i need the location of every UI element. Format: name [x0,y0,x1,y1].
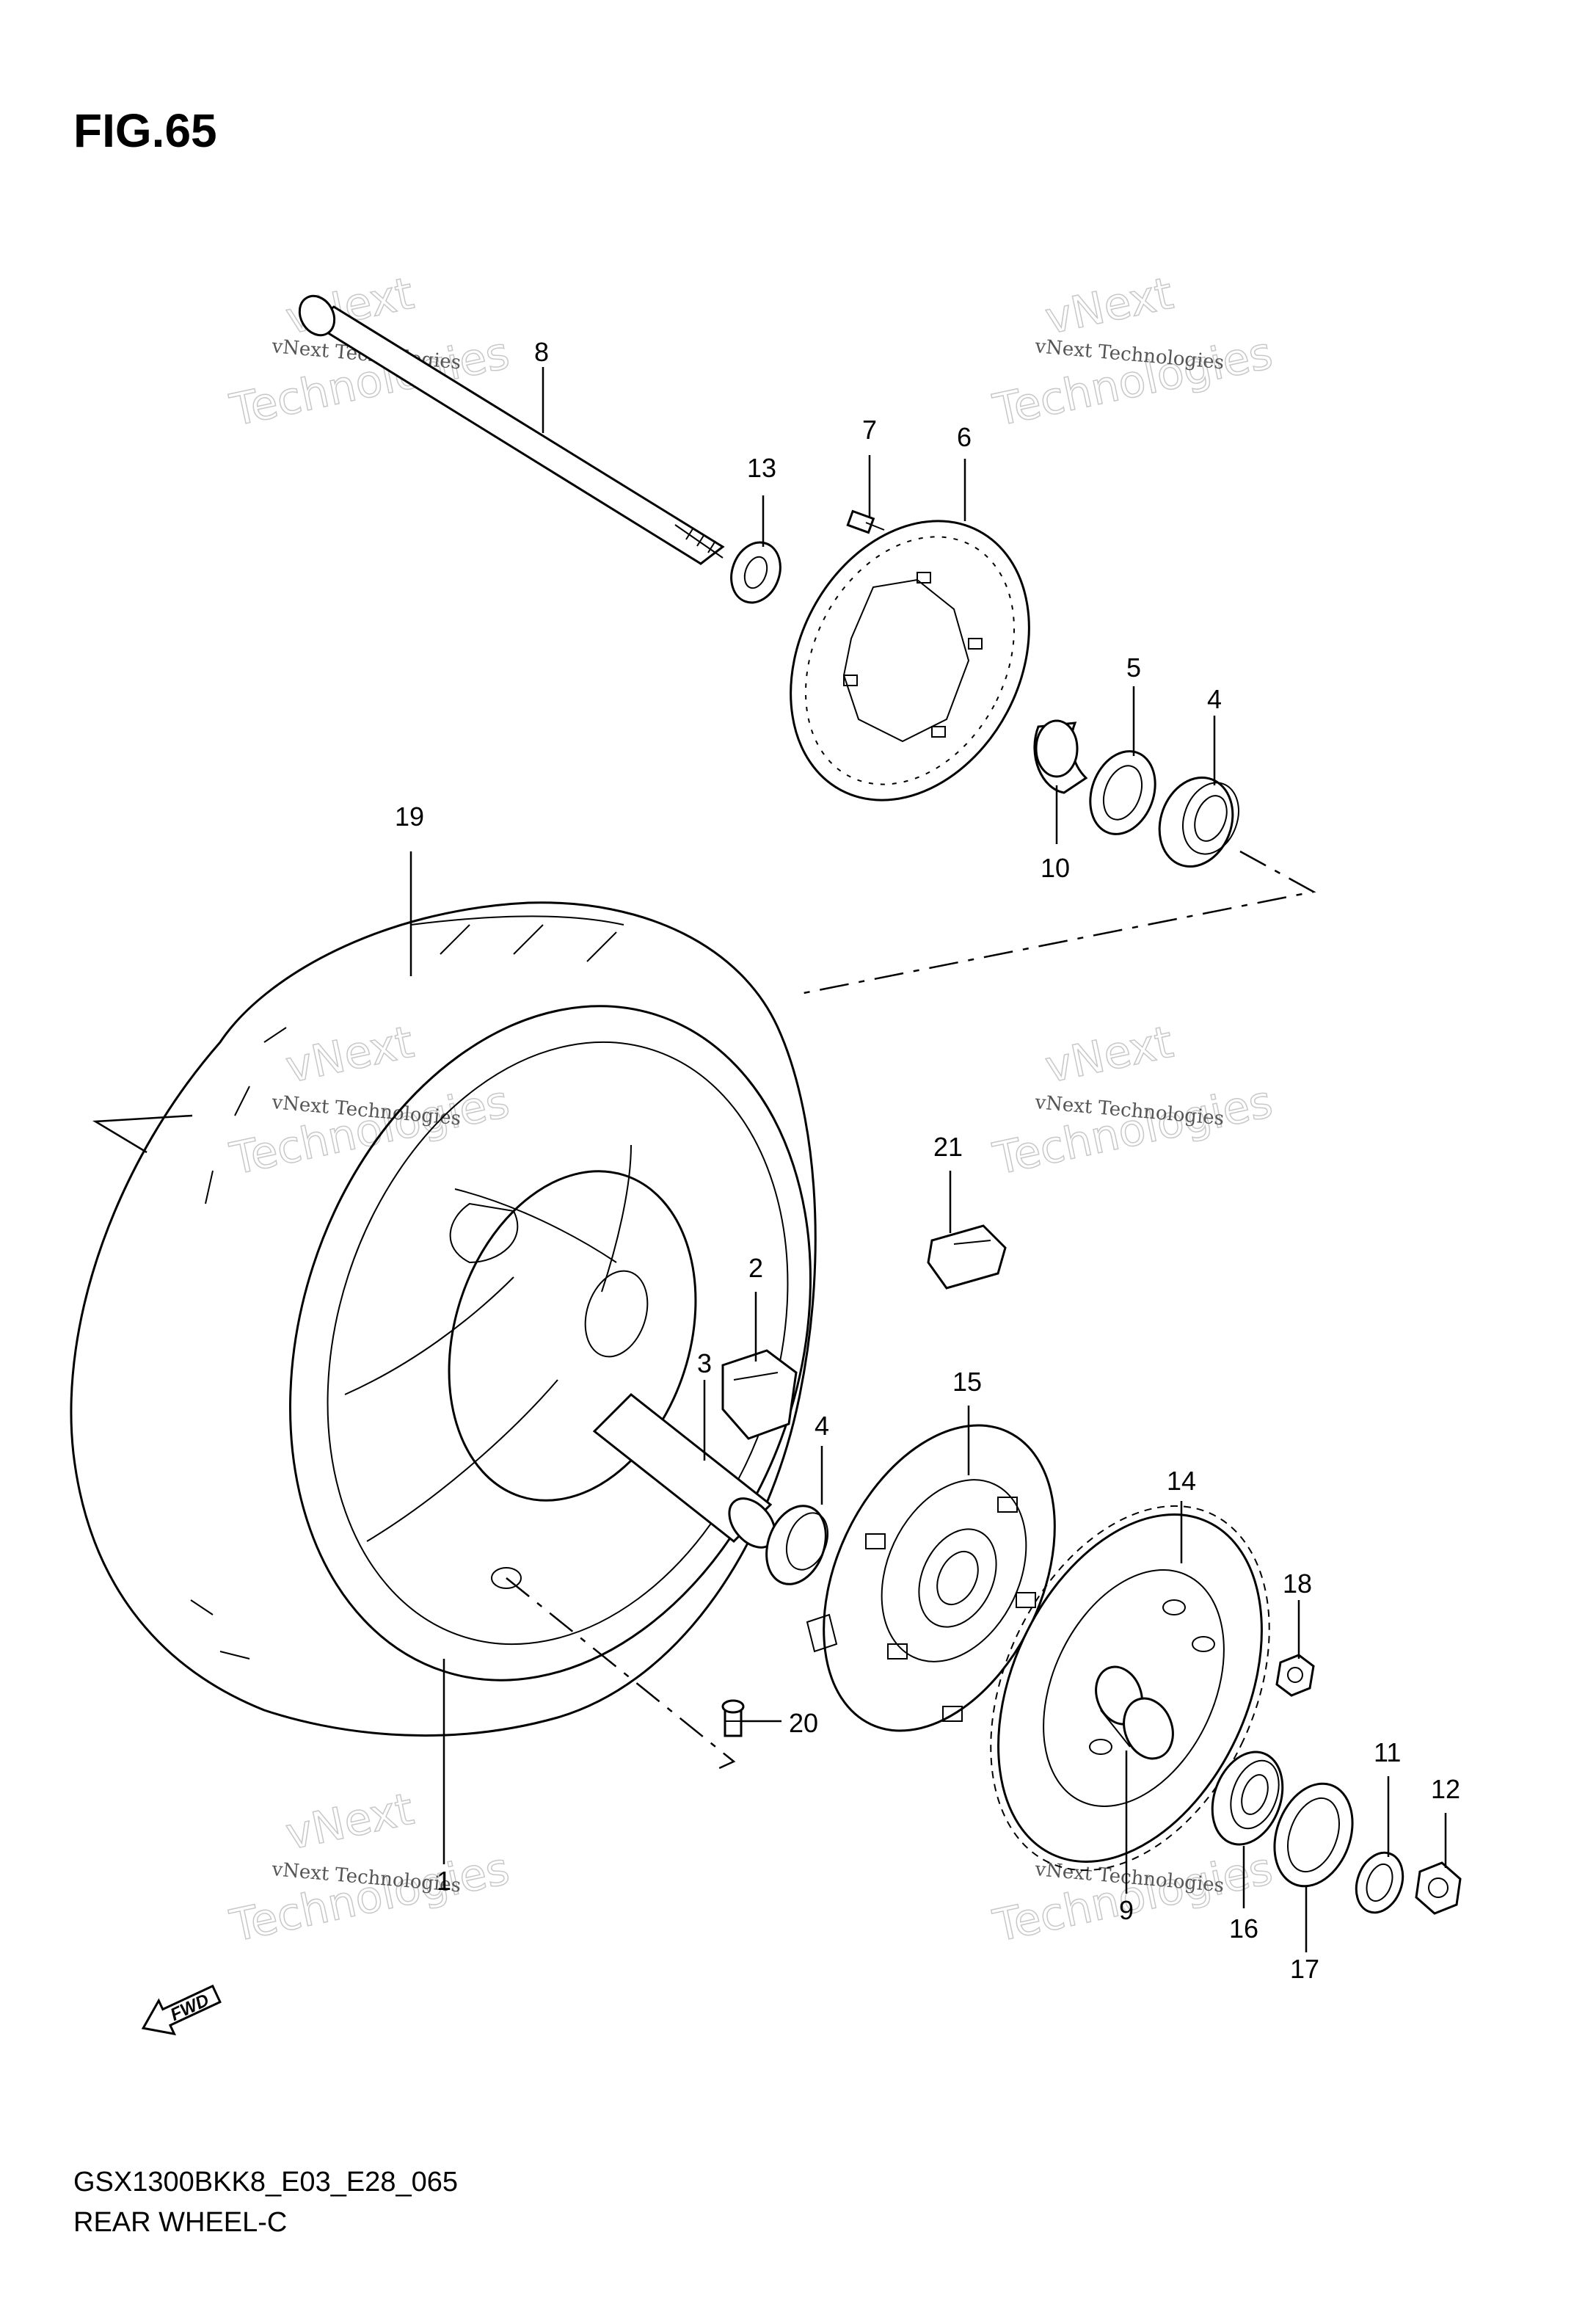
callout-16: 16 [1229,1913,1258,1944]
bearing-part-16 [1211,1751,1284,1846]
hub-sleeve-part-3 [592,1392,776,1549]
callout-11: 11 [1374,1737,1401,1767]
callout-10: 10 [1041,853,1070,883]
callout-13: 13 [747,453,776,483]
watermark-top-right: vNext Technologies vNext Technologies [988,267,1278,437]
callout-labels: 8 13 7 6 5 4 10 19 21 2 3 4 15 14 18 20 … [395,337,1460,1984]
callout-7: 7 [862,415,877,445]
figure-title: FIG.65 [73,104,217,157]
callout-21: 21 [933,1132,963,1162]
clip-part-21 [927,1224,1007,1290]
axle-part-8 [298,294,725,565]
watermark-bottom-left: vNext Technologies vNext Technologies [225,1783,514,1953]
valve-part-20 [721,1699,745,1737]
leader-lines [409,367,1447,1952]
callout-12: 12 [1431,1774,1460,1804]
svg-text:vNext: vNext [1041,1017,1178,1094]
nut-part-18 [1275,1654,1315,1697]
callout-14: 14 [1167,1466,1196,1496]
svg-text:vNext: vNext [282,1017,418,1094]
tire-part-19 [70,901,817,1737]
model-code: GSX1300BKK8_E03_E28_065 [73,2167,458,2198]
callout-4-upper: 4 [1207,684,1222,714]
callout-17: 17 [1290,1954,1319,1984]
fwd-arrow-icon: FWD [141,1984,222,2036]
svg-text:Technologies: Technologies [989,1076,1278,1185]
collar-part-9 [1095,1665,1174,1760]
spacer-part-10 [1033,719,1088,794]
bearing-upper-part-4 [1158,776,1239,868]
section-name: REAR WHEEL-C [73,2207,287,2238]
spacer-part-11 [1355,1851,1404,1914]
svg-text:Technologies: Technologies [226,1843,514,1952]
watermark-mid-right: vNext Technologies vNext Technologies [988,1016,1278,1186]
callout-6: 6 [957,422,972,452]
callout-9: 9 [1119,1895,1134,1925]
callout-3: 3 [697,1348,712,1378]
callout-19: 19 [395,801,424,832]
bearing-lower-part-4 [765,1505,829,1585]
callout-5: 5 [1126,652,1141,683]
assembly-axis-lines [92,850,1316,1770]
svg-text:FWD: FWD [167,1991,212,2026]
nut-part-12 [1415,1861,1462,1915]
watermark-mid-left: vNext Technologies vNext Technologies [225,1016,514,1186]
callout-18: 18 [1283,1568,1312,1599]
callout-2: 2 [748,1253,763,1283]
svg-text:vNext: vNext [1041,268,1178,345]
callout-8: 8 [534,337,549,367]
callout-4-lower: 4 [815,1411,829,1441]
bolt-part-7 [846,509,885,534]
svg-text:vNext: vNext [282,1784,418,1861]
callout-20: 20 [789,1708,818,1738]
washer-part-13 [730,541,781,604]
callout-1: 1 [437,1866,451,1896]
damper-part-2 [721,1349,798,1440]
oil-seal-part-5 [1089,750,1156,835]
callout-15: 15 [952,1367,982,1397]
brake-disc-part-6 [790,520,1030,801]
oil-seal-part-17 [1273,1782,1354,1888]
